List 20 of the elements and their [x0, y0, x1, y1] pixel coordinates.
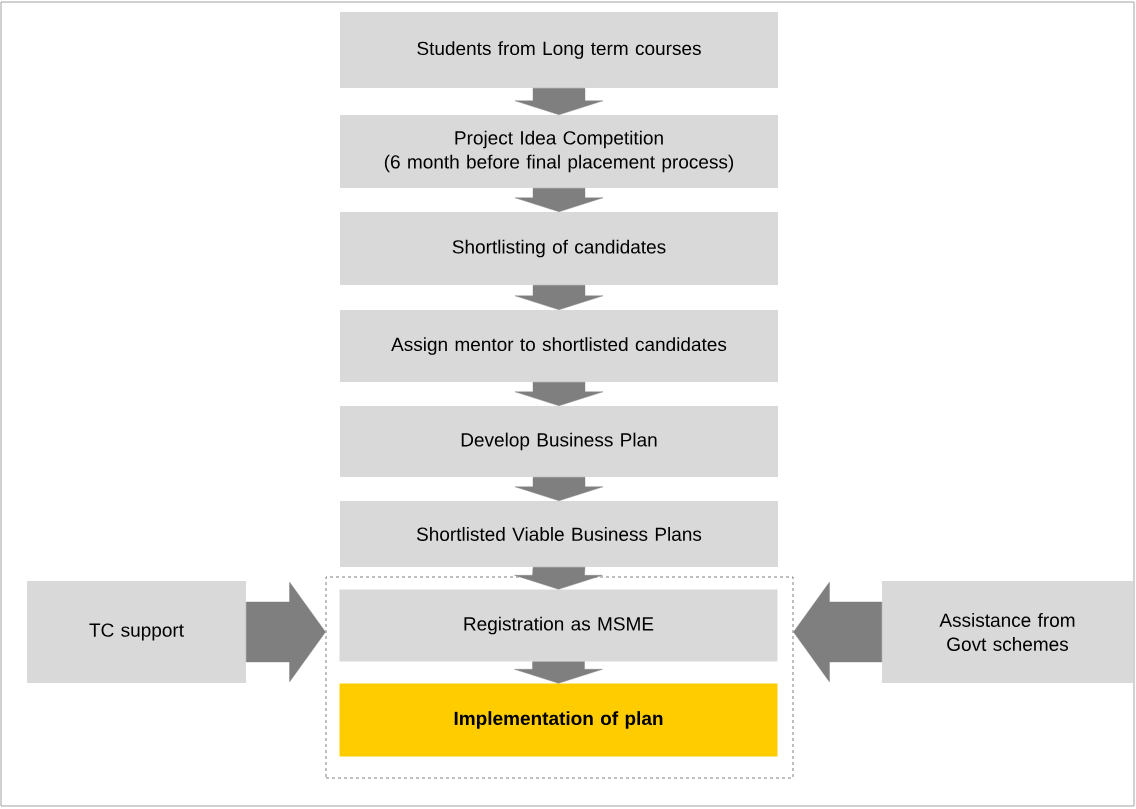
- support-box: Assistance from Govt schemes: [882, 581, 1133, 683]
- support-box: TC support: [27, 581, 246, 683]
- process-box: Develop Business Plan: [340, 406, 778, 477]
- block-arrow: [514, 188, 604, 212]
- process-box: Assign mentor to shortlisted candidates: [340, 310, 778, 382]
- block-arrow: [246, 581, 326, 683]
- block-arrow: [514, 661, 603, 684]
- block-arrow: [514, 477, 604, 501]
- block-arrow: [514, 88, 604, 115]
- process-box: Registration as MSME: [339, 589, 778, 662]
- dashed-group-box: [325, 576, 794, 779]
- block-arrow: [514, 382, 604, 406]
- block-arrow: [514, 567, 603, 590]
- process-box: Students from Long term courses: [340, 12, 778, 88]
- block-arrow: [514, 285, 604, 310]
- process-box: Shortlisted Viable Business Plans: [340, 501, 778, 567]
- block-arrow: [793, 581, 882, 683]
- process-box: Project Idea Competition (6 month before final placement process): [340, 115, 778, 188]
- process-box: Shortlisting of candidates: [340, 212, 778, 285]
- highlight-box: Implementation of plan: [339, 683, 778, 757]
